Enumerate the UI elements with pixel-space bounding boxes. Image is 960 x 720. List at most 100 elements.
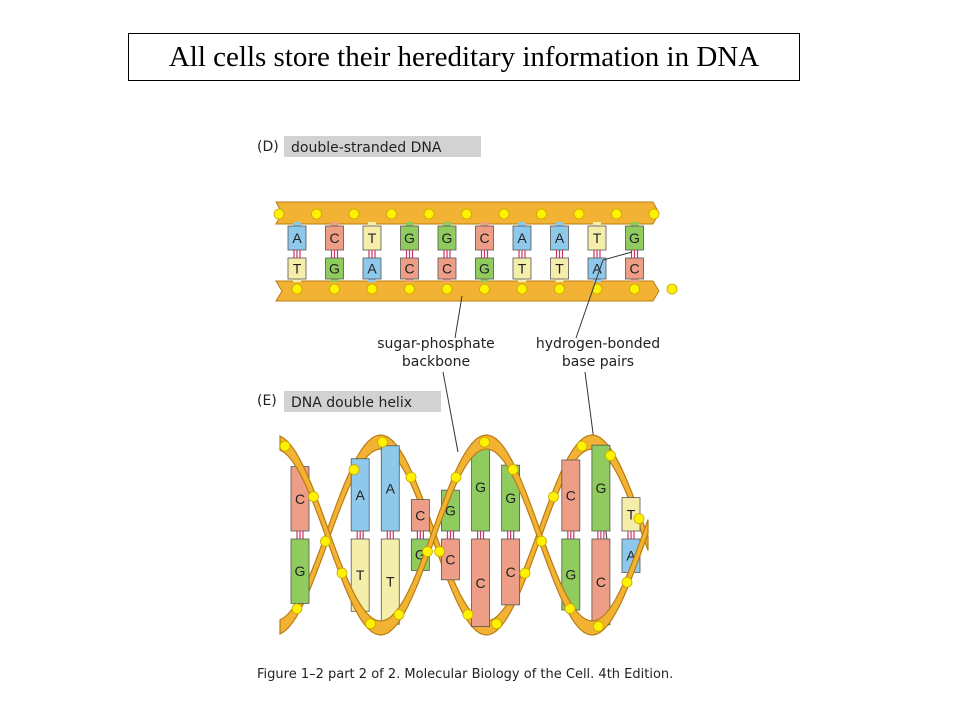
helix-top-base-0-letter: C <box>295 491 305 507</box>
ladder-bottom-base-7 <box>550 257 569 280</box>
phosphate-bottom-6 <box>516 283 528 295</box>
helix-phosphate-b-4 <box>405 471 417 483</box>
helix-phosphate-b-0 <box>291 603 303 615</box>
backbone-label-line2: backbone <box>402 354 470 370</box>
stem-top-4 <box>443 222 451 228</box>
ladder-bottom-base-1-letter: G <box>329 261 340 277</box>
ladder-bottom-base-9 <box>625 257 644 280</box>
backbone-leader-top <box>454 295 463 339</box>
stem-top-7 <box>555 222 564 228</box>
stem-top-6 <box>518 222 526 228</box>
helix-bottom-base-4-letter: G <box>415 547 426 563</box>
helix-bottom-base-3-letter: T <box>386 574 395 590</box>
helix-top-base-4-letter: C <box>415 507 425 523</box>
ladder-bottom-base-0 <box>287 257 307 280</box>
helix-bottom-base-5 <box>441 538 460 581</box>
helix-phosphate-a-4 <box>393 609 405 620</box>
phosphate-bottom-1 <box>329 283 340 295</box>
helix-phosphate-a-7 <box>479 436 490 448</box>
phosphate-top-2 <box>348 208 360 220</box>
phosphate-bottom-4 <box>441 283 453 295</box>
base-pairs-label-line1: hydrogen-bonded <box>536 336 660 352</box>
helix-phosphate-a-3 <box>365 618 376 630</box>
phosphate-bottom-3 <box>404 283 415 295</box>
backbone-label-line1: sugar-phosphate <box>377 336 495 352</box>
helix-phosphate-a-1 <box>308 491 319 503</box>
helix-bottom-base-5-letter: C <box>445 551 455 567</box>
phosphate-top-8 <box>573 208 585 220</box>
phosphate-top-0 <box>273 208 285 220</box>
ladder-top-base-5-letter: C <box>479 230 489 246</box>
helix-bottom-base-9-letter: G <box>565 567 576 583</box>
phosphate-top-4 <box>423 208 435 220</box>
phosphate-bottom-5 <box>479 283 490 295</box>
base-pairs-leader-top <box>575 251 633 339</box>
panel-e-tag: (E) <box>257 393 277 409</box>
stem-top-2 <box>368 222 376 228</box>
helix-phosphate-b-10 <box>576 440 588 452</box>
ladder-bottom-base-4 <box>437 257 457 280</box>
backbone-leader-bottom <box>442 371 459 453</box>
panel-d-tag: (D) <box>257 139 279 155</box>
helix-bottom-base-11-letter: A <box>626 548 636 564</box>
phosphate-top-9 <box>611 208 622 220</box>
panel-e-label-bg <box>284 391 441 412</box>
helix-bottom-base-2-letter: T <box>356 567 365 583</box>
phosphate-top-6 <box>498 208 510 220</box>
helix-phosphate-a-5 <box>422 546 433 557</box>
helix-strand-back <box>279 434 649 636</box>
phosphate-bottom-9 <box>629 283 640 295</box>
phosphate-bottom-7 <box>554 283 565 295</box>
helix-phosphate-b-11 <box>605 450 616 461</box>
helix-phosphate-b-6 <box>462 609 474 620</box>
ladder-top-base-0-letter: A <box>292 230 302 246</box>
ladder-bottom-base-3-letter: C <box>404 261 414 277</box>
helix-phosphate-b-1 <box>320 535 331 547</box>
helix-phosphate-a-12 <box>621 576 633 588</box>
panel-d-label-bg <box>284 136 481 157</box>
ladder-top-base-1-letter: C <box>329 230 339 246</box>
helix-top-base-6-letter: G <box>475 479 486 495</box>
slide-title: All cells store their hereditary informa… <box>128 33 800 81</box>
stem-top-3 <box>405 222 414 228</box>
phosphate-top-5 <box>461 208 472 220</box>
phosphate-bottom-0 <box>291 283 303 295</box>
base-pairs-label-line2: base pairs <box>562 354 634 370</box>
helix-phosphate-b-5 <box>434 546 445 557</box>
helix-phosphate-b-7 <box>491 618 502 630</box>
helix-phosphate-a-8 <box>507 464 519 476</box>
ladder-bottom-base-5-letter: G <box>479 261 490 277</box>
phosphate-top-7 <box>536 208 547 220</box>
helix-phosphate-a-9 <box>536 535 547 547</box>
helix-top-base-7-letter: G <box>505 490 516 506</box>
phosphate-top-3 <box>386 208 397 220</box>
ladder-bottom-base-0-letter: T <box>293 261 302 277</box>
ladder-bottom-base-6 <box>512 257 532 280</box>
phosphate-bottom-8 <box>591 283 603 295</box>
helix-bottom-base-7-letter: C <box>506 564 516 580</box>
helix-phosphate-a-0 <box>279 440 291 452</box>
ladder-bottom-base-6-letter: T <box>518 261 527 277</box>
ladder-bottom-base-2-letter: A <box>367 261 377 277</box>
stem-top-5 <box>480 222 489 228</box>
helix-bottom-base-6 <box>471 538 490 628</box>
ladder-bottom-base-2 <box>362 257 382 280</box>
ladder-bottom-base-4-letter: C <box>442 261 452 277</box>
helix-phosphate-b-9 <box>548 491 559 503</box>
helix-bottom-base-7 <box>501 538 521 606</box>
stem-top-1 <box>330 222 339 228</box>
phosphate-bottom-2 <box>366 283 378 295</box>
helix-phosphate-b-3 <box>377 436 388 448</box>
helix-bottom-base-6-letter: C <box>475 575 485 591</box>
helix-top-base-5-letter: G <box>445 503 456 519</box>
helix-top-base-9-letter: C <box>566 487 576 503</box>
helix-phosphate-b-12 <box>633 513 645 525</box>
helix-top-base-3-letter: A <box>386 480 396 496</box>
ladder-bottom-base-9-letter: C <box>629 261 639 277</box>
helix-top-base-11-letter: T <box>627 506 636 522</box>
helix-phosphate-a-11 <box>593 620 604 632</box>
ladder-bottom-base-3 <box>400 257 419 280</box>
